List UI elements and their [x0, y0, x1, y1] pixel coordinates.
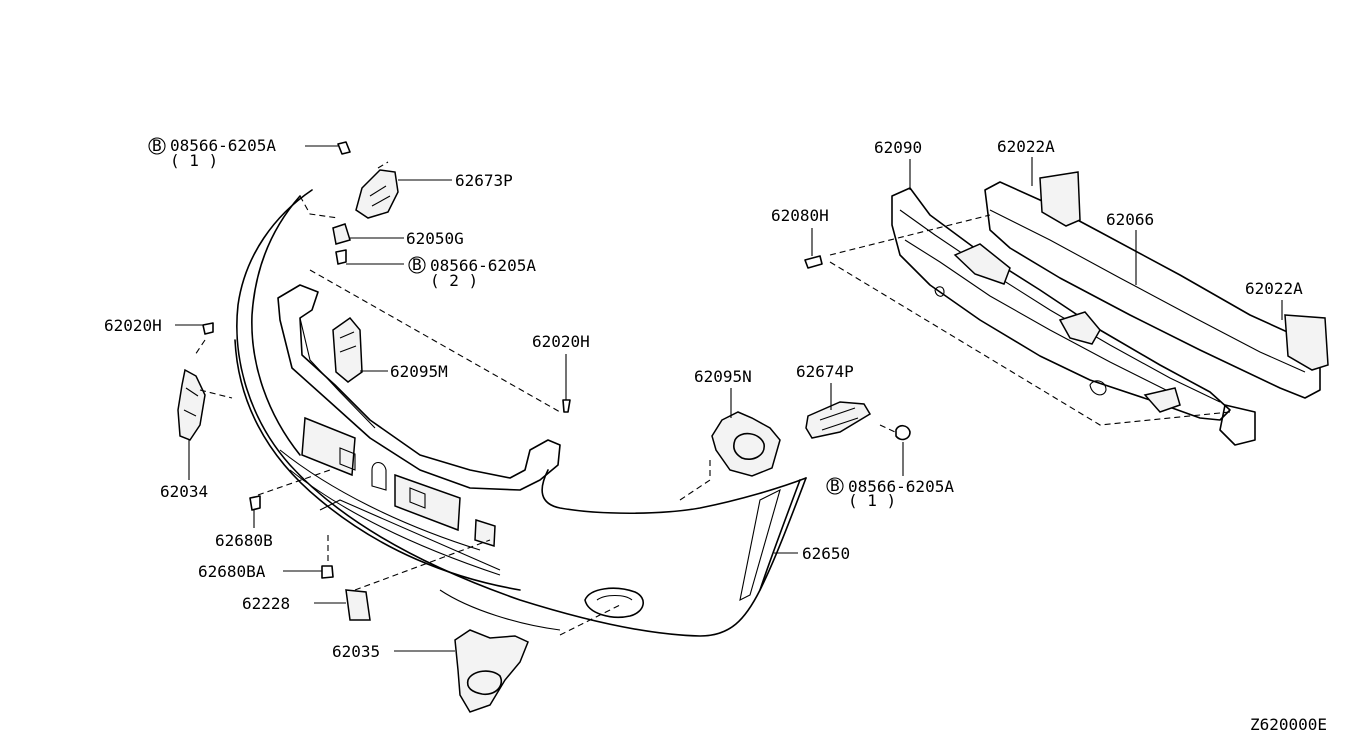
clip-62050G[interactable]	[332, 223, 351, 245]
side-bracket-62034[interactable]	[177, 368, 206, 441]
bolt-icon	[202, 141, 911, 579]
quantity-label: ( 1 )	[170, 151, 218, 170]
part-label-62228[interactable]: 62228	[242, 594, 290, 613]
bolt-callout-right[interactable]: B 08566-6205A ( 1 )	[826, 476, 954, 510]
part-label-62680B[interactable]: 62680B	[215, 531, 273, 550]
part-label-62035[interactable]: 62035	[332, 642, 380, 661]
part-label-62020H-left[interactable]: 62020H	[104, 316, 162, 335]
bracket-62095N[interactable]	[711, 411, 781, 477]
cover-62228[interactable]	[345, 589, 371, 621]
part-number-label: 08566-6205A	[170, 136, 276, 155]
energy-absorber-62090[interactable]	[891, 187, 1231, 421]
bolt-symbol-icon	[408, 256, 426, 274]
part-label-62673P[interactable]: 62673P	[455, 171, 513, 190]
bumper-reinforcement-62066[interactable]	[984, 171, 1329, 446]
part-label-62022A-top[interactable]: 62022A	[997, 137, 1055, 156]
fog-lamp-bracket-62035[interactable]	[454, 629, 529, 713]
bracket-62674P[interactable]	[805, 401, 872, 439]
bolt-symbol-letter: B	[412, 255, 422, 274]
bolt-symbol-letter: B	[830, 476, 840, 495]
bolt-symbol-icon	[826, 477, 844, 495]
part-labels: B 08566-6205A ( 1 ) 62673P 62050G B 0856…	[104, 136, 1327, 734]
part-label-62066[interactable]: 62066	[1106, 210, 1154, 229]
quantity-label: ( 1 )	[848, 491, 896, 510]
bracket-62673P[interactable]	[355, 169, 399, 219]
part-label-62090[interactable]: 62090	[874, 138, 922, 157]
bolt-callout-top-left[interactable]: B 08566-6205A ( 1 )	[148, 136, 276, 170]
part-label-62650[interactable]: 62650	[802, 544, 850, 563]
part-label-62095N[interactable]: 62095N	[694, 367, 752, 386]
part-label-62080H[interactable]: 62080H	[771, 206, 829, 225]
part-label-62022A-right[interactable]: 62022A	[1245, 279, 1303, 298]
part-label-62680BA[interactable]: 62680BA	[198, 562, 266, 581]
part-label-62034[interactable]: 62034	[160, 482, 208, 501]
front-bumper-fascia[interactable]	[234, 189, 807, 637]
leader-lines	[175, 145, 1283, 652]
bolt-symbol-letter: B	[152, 136, 162, 155]
assembly-lines	[194, 161, 1231, 636]
part-label-62095M[interactable]: 62095M	[390, 362, 448, 381]
diagram-code: Z620000E	[1250, 715, 1327, 734]
part-number-label: 08566-6205A	[430, 256, 536, 275]
part-label-62674P[interactable]: 62674P	[796, 362, 854, 381]
bolt-symbol-icon	[148, 137, 166, 155]
part-label-62020H-center[interactable]: 62020H	[532, 332, 590, 351]
bolt-callout-mid-left[interactable]: B 08566-6205A ( 2 )	[408, 255, 536, 290]
upper-bumper-retainer[interactable]	[277, 284, 561, 491]
quantity-label: ( 2 )	[430, 271, 478, 290]
part-number-label: 08566-6205A	[848, 477, 954, 496]
part-label-62050G[interactable]: 62050G	[406, 229, 464, 248]
